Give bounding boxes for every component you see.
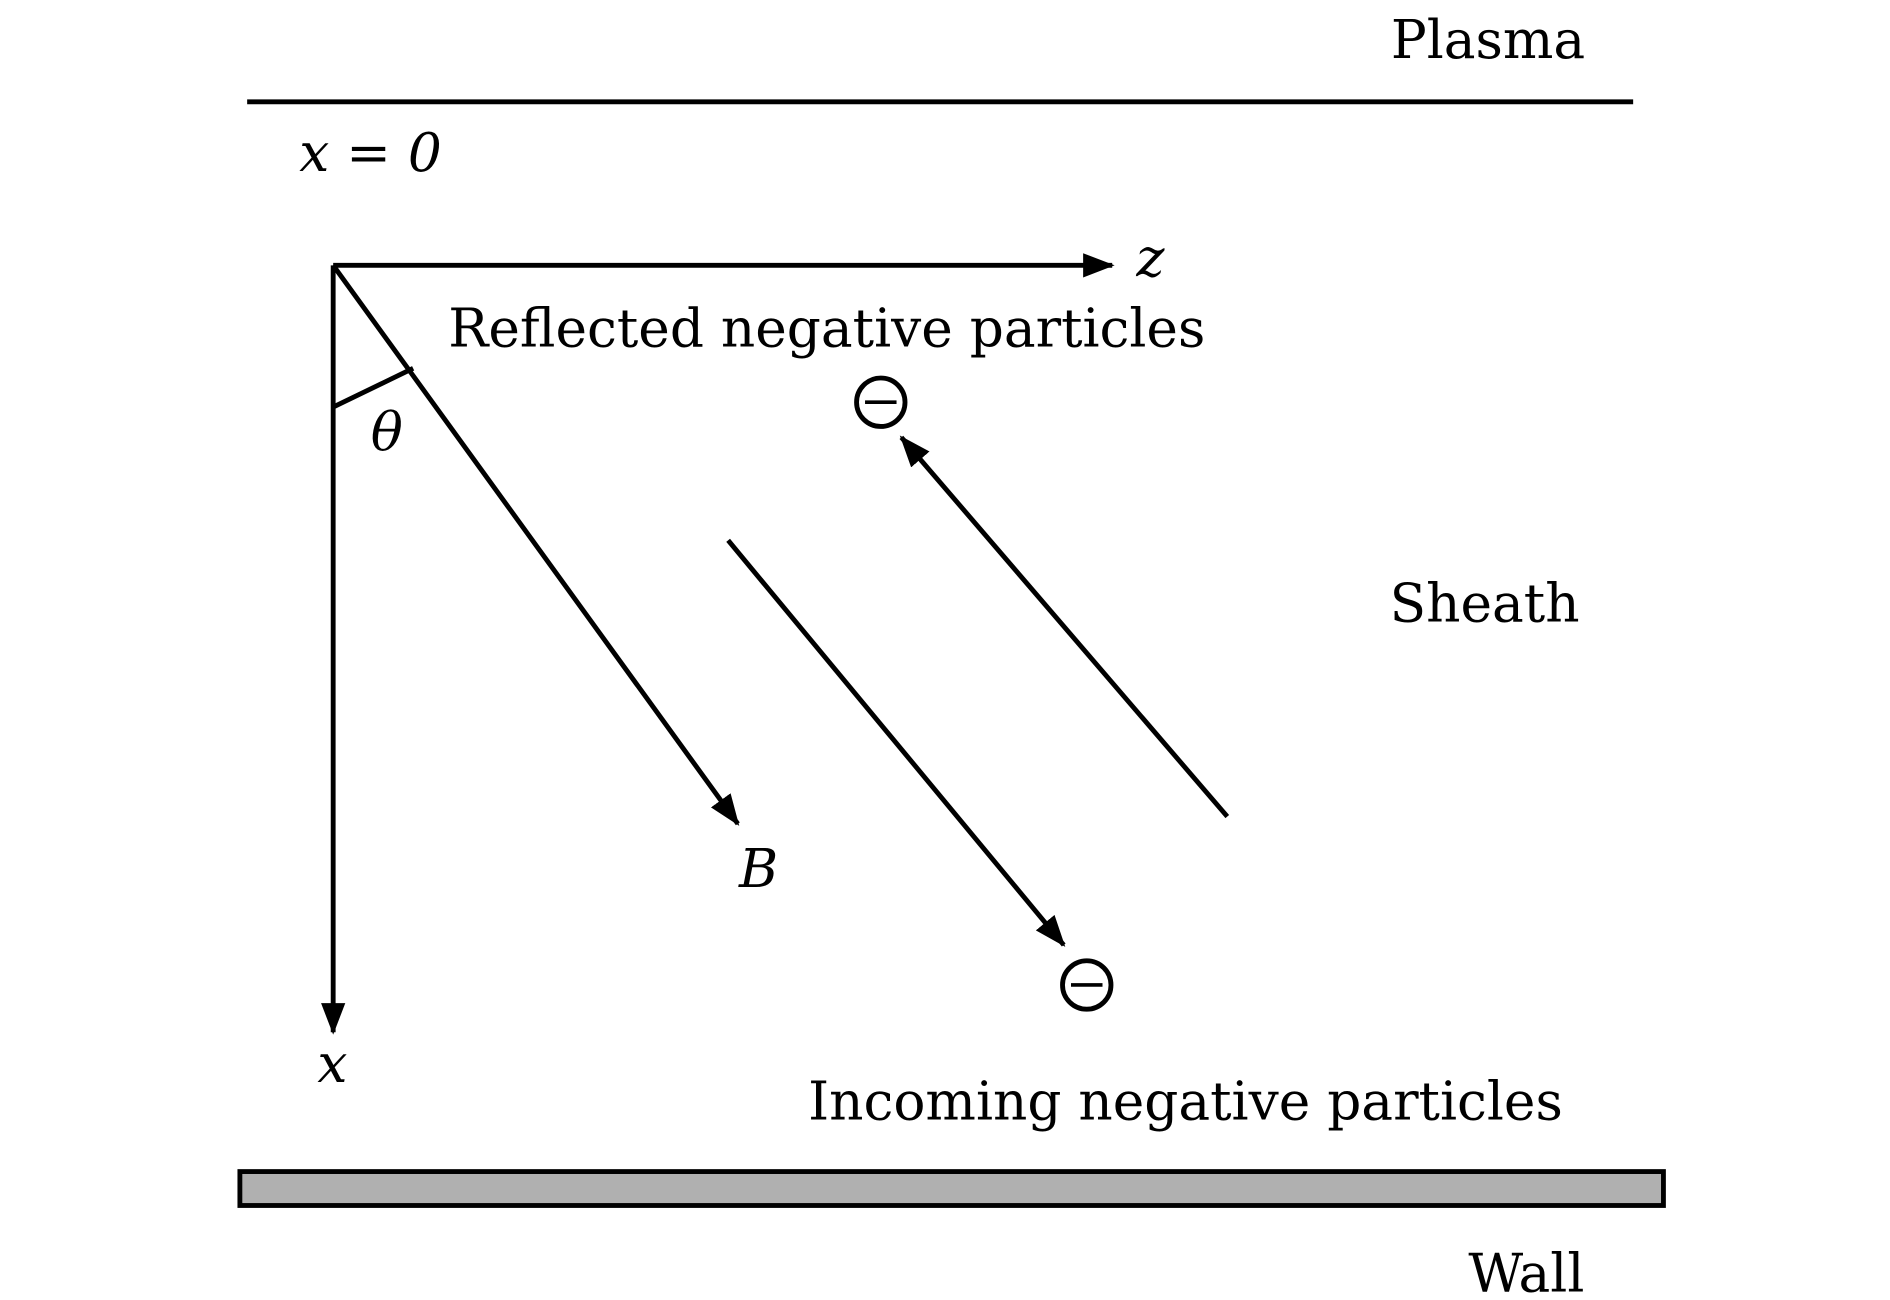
x-axis-label: x bbox=[317, 1033, 347, 1095]
sheath-label: Sheath bbox=[1390, 573, 1580, 635]
plasma-label: Plasma bbox=[1391, 9, 1585, 71]
wall-label: Wall bbox=[1468, 1243, 1584, 1300]
b-field-label: B bbox=[738, 838, 778, 900]
angle-arc bbox=[332, 366, 415, 410]
x-zero-label: x = 0 bbox=[299, 122, 442, 184]
incoming-particle-icon bbox=[1060, 958, 1114, 1012]
incoming-particles-label: Incoming negative particles bbox=[808, 1070, 1563, 1132]
wall-bar bbox=[237, 1169, 1666, 1208]
reflected-particles-label: Reflected negative particles bbox=[448, 298, 1205, 360]
z-axis-label: z bbox=[1135, 227, 1165, 289]
b-field-arrow bbox=[331, 263, 740, 826]
reflected-particle-icon bbox=[854, 375, 908, 429]
reflected-trajectory-arrow bbox=[899, 435, 1230, 819]
incoming-trajectory-arrow bbox=[726, 538, 1066, 947]
theta-label: θ bbox=[371, 402, 403, 464]
